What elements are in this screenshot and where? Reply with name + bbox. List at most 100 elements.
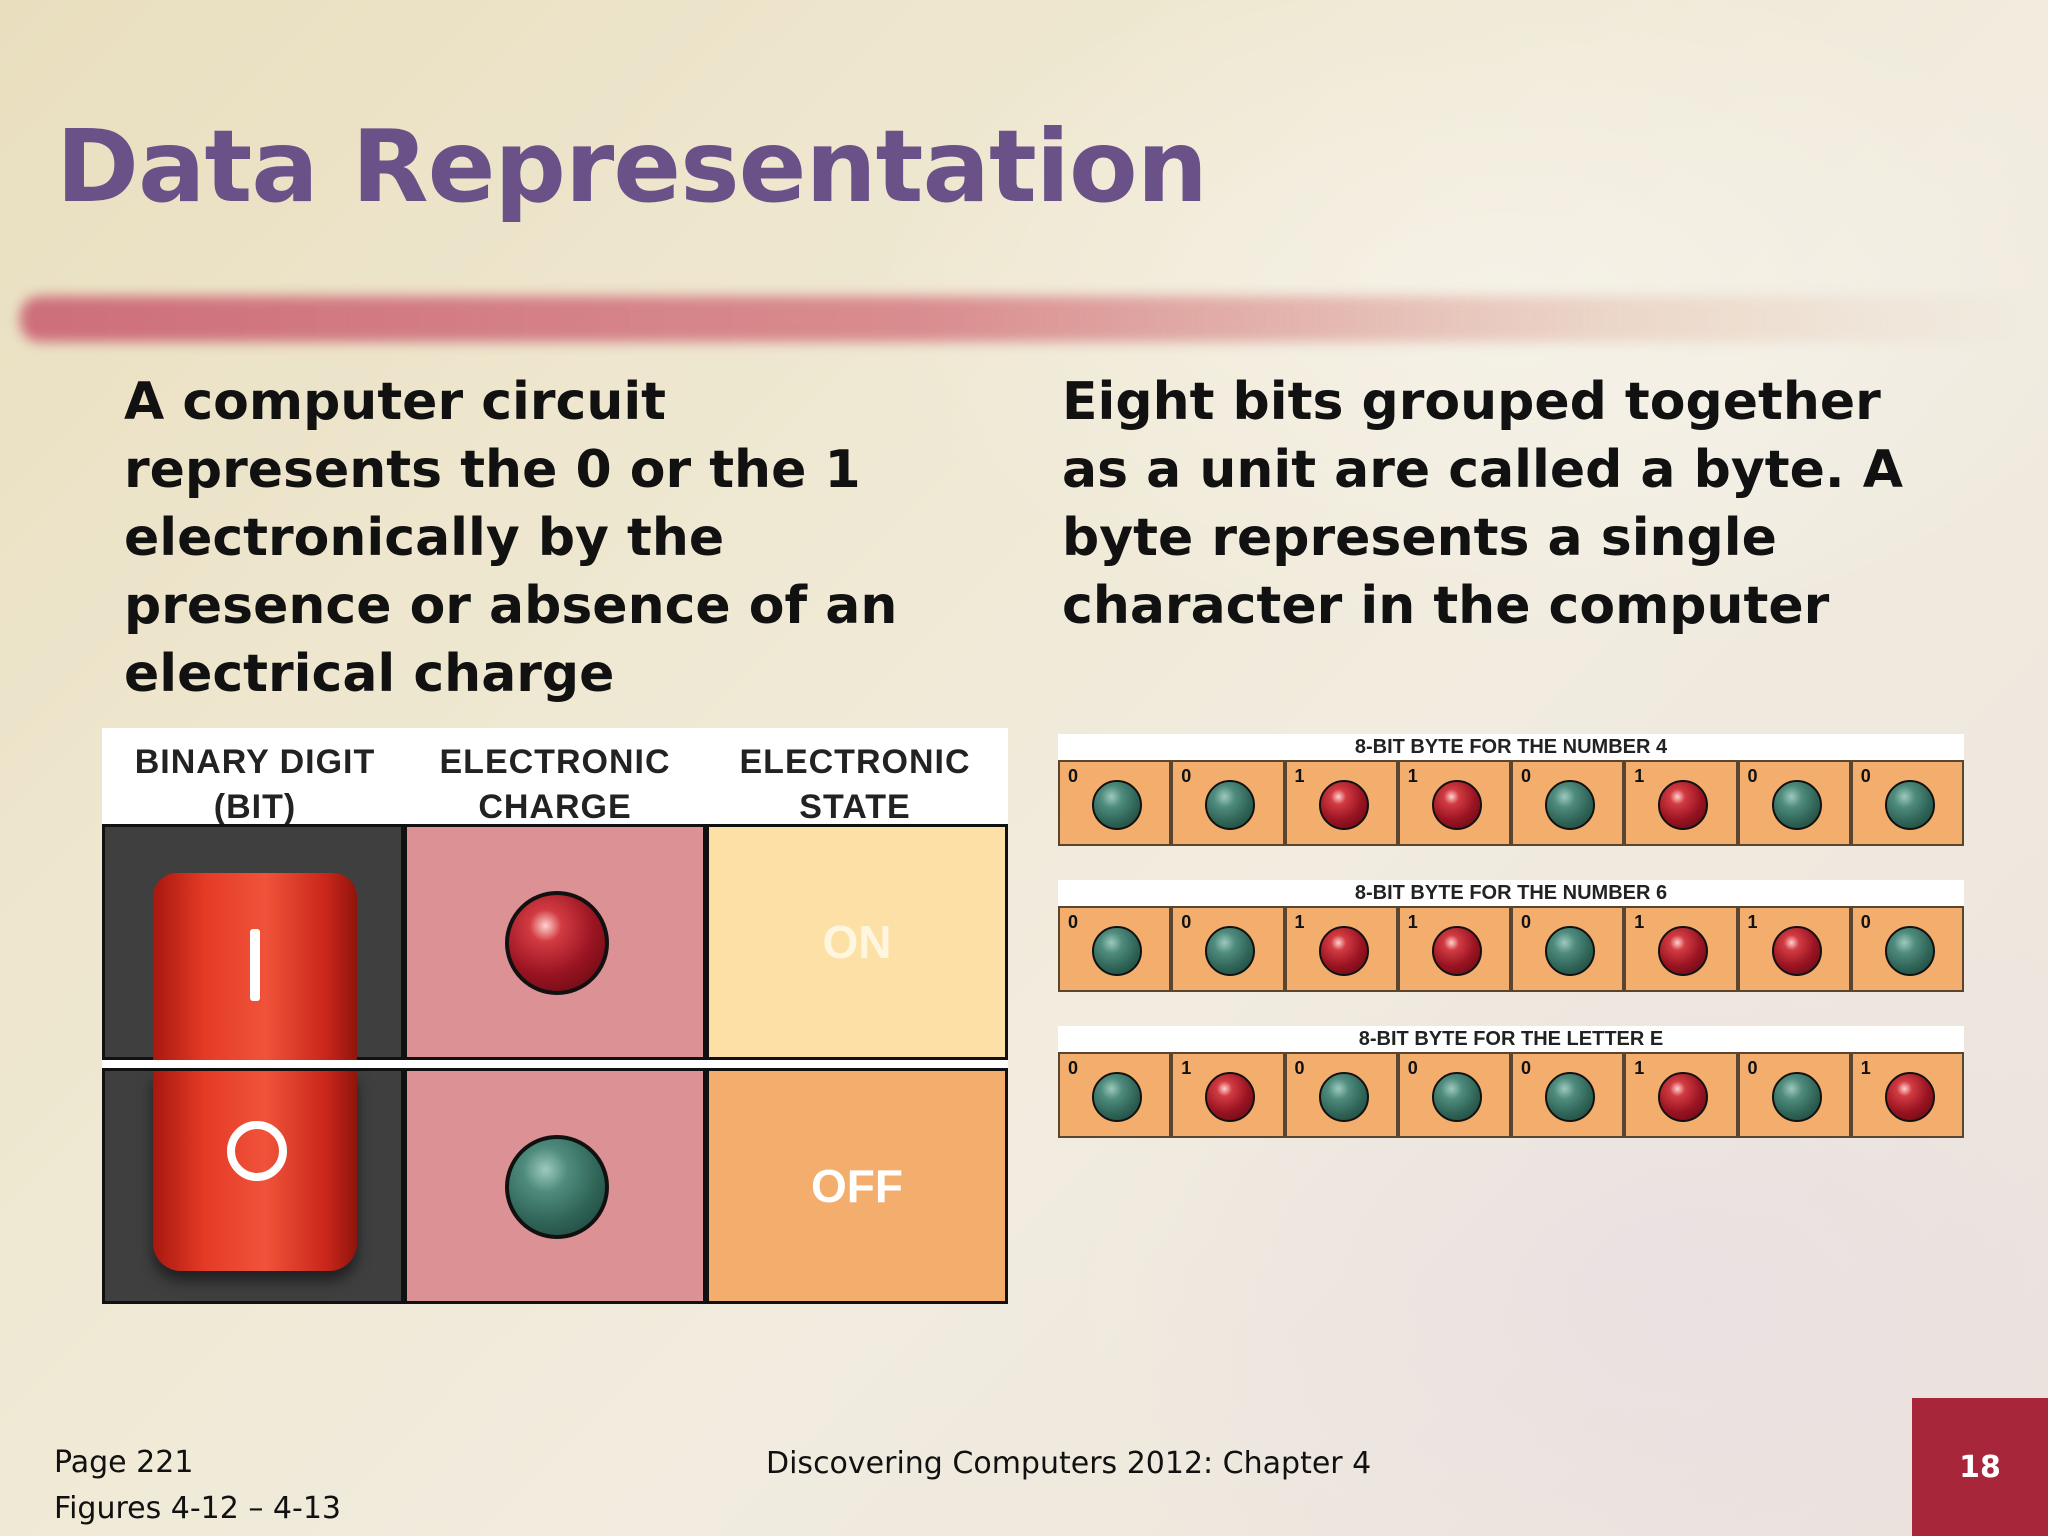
bit-label: 1	[1860, 1058, 1871, 1078]
bit-label: 1	[1294, 912, 1305, 932]
bit-label: 0	[1181, 766, 1192, 786]
bit-cell: 0	[1284, 1052, 1398, 1138]
header-line: CHARGE	[478, 788, 632, 826]
byte-caption: 8-BIT BYTE FOR THE NUMBER 6	[1058, 880, 1964, 906]
bit-cell: 1	[1737, 906, 1851, 992]
bit-off-icon	[1092, 926, 1142, 976]
bit-cell: 0	[1171, 760, 1285, 846]
figure-header: BINARY DIGIT (BIT) ELECTRONIC CHARGE ELE…	[102, 728, 1008, 826]
bit-cell: 1	[1284, 760, 1398, 846]
bit-cell: 0	[1511, 1052, 1625, 1138]
bit-cell: 1	[1850, 1052, 1964, 1138]
header-line: STATE	[799, 788, 911, 826]
one-symbol-icon	[250, 929, 260, 1001]
charge-cell	[404, 824, 706, 1060]
bit-cell: 1	[1624, 1052, 1738, 1138]
bit-label: 1	[1407, 766, 1418, 786]
bit-cell: 0	[1058, 906, 1172, 992]
title-underline	[20, 296, 2030, 342]
rocker-switch-off-icon	[153, 1071, 357, 1271]
bit-cell: 0	[1171, 906, 1285, 992]
header-electronic-state: ELECTRONIC STATE	[705, 740, 1005, 830]
right-body-text: Eight bits grouped together as a unit ar…	[1062, 372, 1903, 636]
bit-off-icon	[1884, 926, 1935, 976]
figure-row-off: OFF	[102, 1068, 1008, 1304]
bit-on-icon	[1658, 1072, 1709, 1122]
bit-on-icon	[1431, 780, 1482, 830]
bit-cell: 0	[1737, 1052, 1851, 1138]
header-binary-digit: BINARY DIGIT (BIT)	[105, 740, 405, 830]
bit-label: 0	[1294, 1058, 1305, 1078]
bit-on-icon	[1658, 780, 1709, 830]
bit-label: 1	[1407, 912, 1418, 932]
header-electronic-charge: ELECTRONIC CHARGE	[405, 740, 705, 830]
bit-off-icon	[1092, 1072, 1142, 1122]
bit-cell: 1	[1397, 906, 1511, 992]
switch-cell	[102, 1068, 404, 1304]
figure-row-on: ON	[102, 824, 1008, 1063]
state-cell-off: OFF	[706, 1068, 1008, 1304]
bit-cell: 1	[1397, 760, 1511, 846]
bit-label: 1	[1634, 912, 1645, 932]
bit-on-icon	[1318, 926, 1369, 976]
footer-reference: Page 221 Figures 4-12 – 4-13	[54, 1440, 341, 1532]
bit-off-icon	[1092, 780, 1142, 830]
bit-label: 1	[1634, 766, 1645, 786]
bit-label: 0	[1181, 912, 1192, 932]
charge-present-icon	[505, 891, 609, 995]
bit-off-icon	[1884, 780, 1935, 830]
header-line: ELECTRONIC	[439, 743, 671, 781]
bit-cell: 0	[1737, 760, 1851, 846]
zero-symbol-icon	[227, 1121, 287, 1181]
bit-cell: 1	[1284, 906, 1398, 992]
bit-cell: 0	[1511, 760, 1625, 846]
bit-off-icon	[1771, 1072, 1822, 1122]
state-cell-on: ON	[706, 824, 1008, 1060]
bit-cell: 0	[1850, 906, 1964, 992]
bit-cell: 0	[1397, 1052, 1511, 1138]
bit-off-icon	[1545, 780, 1595, 830]
page-number-badge: 18	[1912, 1398, 2048, 1536]
bit-on-icon	[1205, 1072, 1256, 1122]
bit-cell: 1	[1624, 906, 1738, 992]
bit-on-icon	[1318, 780, 1369, 830]
bit-label: 0	[1407, 1058, 1418, 1078]
footer-course-title: Discovering Computers 2012: Chapter 4	[766, 1446, 1372, 1481]
bit-off-icon	[1771, 780, 1822, 830]
bit-label: 0	[1521, 912, 1532, 932]
bit-on-icon	[1431, 926, 1482, 976]
bit-label: 0	[1860, 912, 1871, 932]
row-divider	[102, 1060, 1008, 1068]
bit-label: 1	[1634, 1058, 1645, 1078]
switch-cell	[102, 824, 404, 1063]
bit-label: 1	[1747, 912, 1758, 932]
bit-on-icon	[1884, 1072, 1935, 1122]
charge-cell	[404, 1068, 706, 1304]
bit-charge-figure: BINARY DIGIT (BIT) ELECTRONIC CHARGE ELE…	[102, 728, 1008, 1308]
byte-caption: 8-BIT BYTE FOR THE LETTER E	[1058, 1026, 1964, 1052]
bit-off-icon	[1205, 780, 1256, 830]
bit-off-icon	[1545, 926, 1595, 976]
bit-cell: 0	[1511, 906, 1625, 992]
bit-cell: 0	[1058, 760, 1172, 846]
bit-label: 0	[1521, 766, 1532, 786]
bit-off-icon	[1545, 1072, 1595, 1122]
header-line: BINARY DIGIT	[134, 743, 376, 781]
bit-label: 0	[1068, 766, 1079, 786]
bit-on-icon	[1771, 926, 1822, 976]
bit-label: 0	[1068, 1058, 1079, 1078]
bit-label: 0	[1521, 1058, 1532, 1078]
bit-label: 1	[1294, 766, 1305, 786]
bit-cell: 1	[1624, 760, 1738, 846]
bit-label: 0	[1747, 1058, 1758, 1078]
rocker-switch-on-icon	[153, 873, 357, 1063]
charge-absent-icon	[505, 1135, 609, 1239]
bit-on-icon	[1658, 926, 1709, 976]
bit-cell: 0	[1850, 760, 1964, 846]
byte-caption: 8-BIT BYTE FOR THE NUMBER 4	[1058, 734, 1964, 760]
